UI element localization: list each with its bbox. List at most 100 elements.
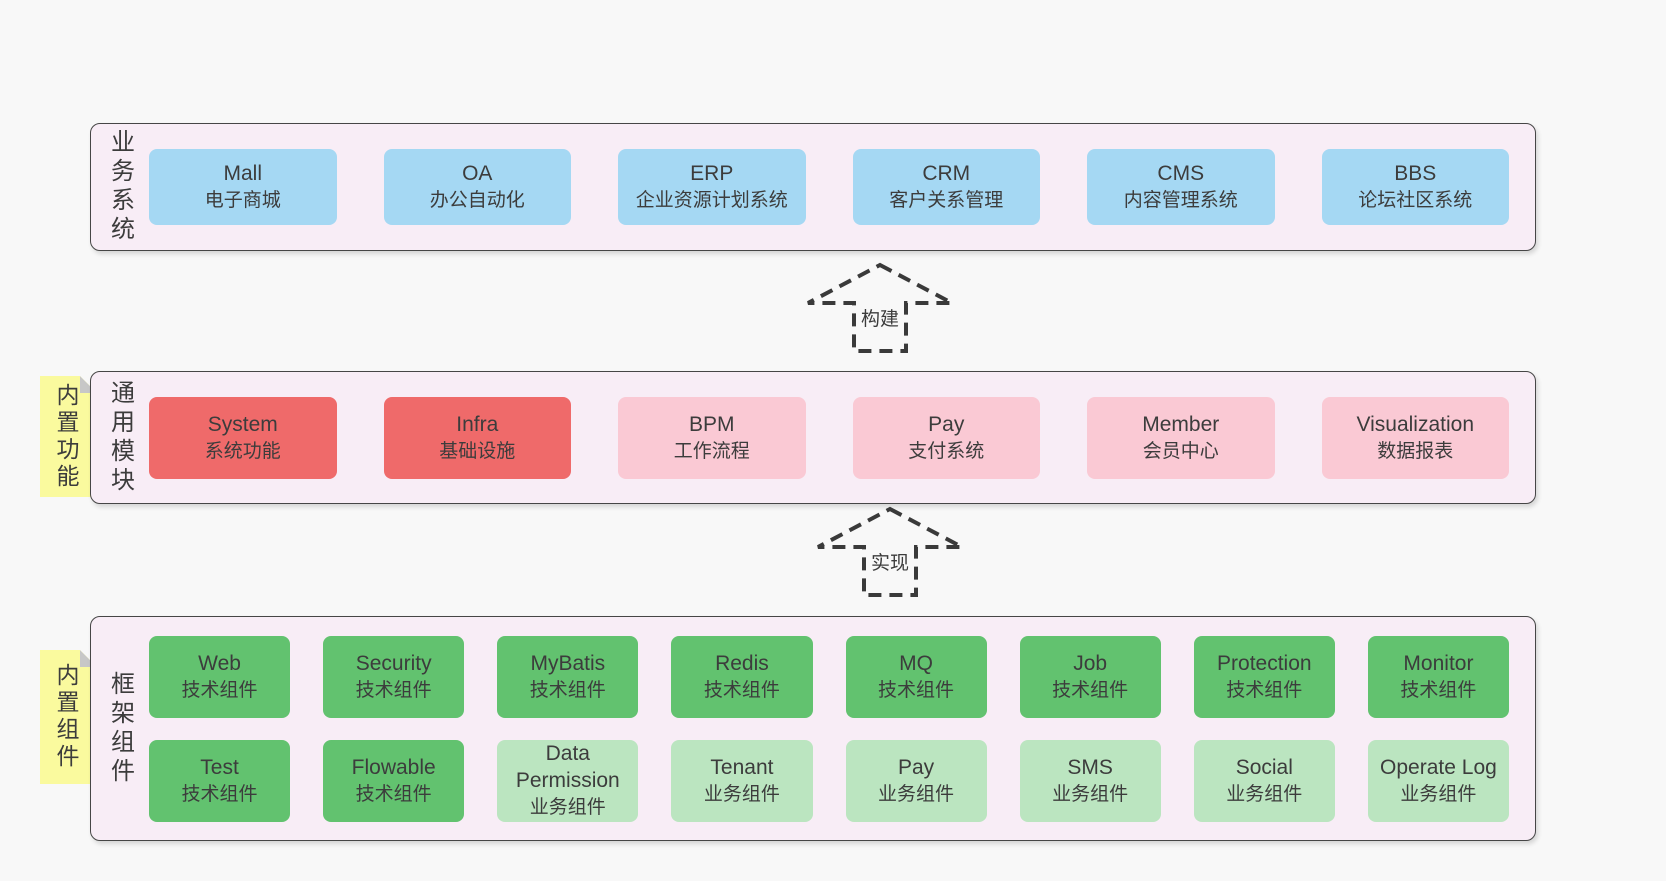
box-title: Pay — [928, 412, 965, 436]
box-subtitle: 技术组件 — [181, 783, 258, 805]
panel-label-common-modules: 通用模块 — [106, 379, 134, 496]
box-web: Web 技术组件 — [149, 635, 291, 718]
sticky-note-label: 内置功能 — [53, 382, 79, 491]
box-title: Data Permission — [515, 742, 620, 792]
box-subtitle: 业务组件 — [1400, 783, 1477, 805]
box-mybatis: MyBatis 技术组件 — [497, 635, 639, 718]
box-system: System 系统功能 — [149, 396, 337, 479]
box-subtitle: 客户关系管理 — [889, 190, 1004, 212]
box-title: MQ — [899, 651, 933, 675]
box-title: System — [207, 412, 278, 436]
box-subtitle: 业务组件 — [529, 796, 606, 818]
box-cms: CMS 内容管理系统 — [1087, 149, 1275, 225]
arrow-label-build: 构建 — [857, 302, 903, 333]
box-title: Web — [198, 651, 241, 675]
box-subtitle: 论坛社区系统 — [1358, 190, 1473, 212]
box-test: Test 技术组件 — [149, 739, 291, 822]
box-title: Social — [1235, 755, 1293, 779]
box-subtitle: 技术组件 — [1226, 679, 1303, 701]
box-subtitle: 技术组件 — [181, 679, 258, 701]
box-title: Security — [355, 651, 432, 675]
box-title: OA — [462, 162, 493, 185]
module-row: System 系统功能 Infra 基础设施 BPM 工作流程 Pay 支付系统 Member 会… — [149, 396, 1509, 479]
box-title: Infra — [456, 412, 499, 436]
box-subtitle: 技术组件 — [1400, 679, 1477, 701]
box-title: BPM — [688, 412, 735, 436]
box-title: CMS — [1157, 162, 1205, 185]
box-title: Redis — [715, 651, 769, 675]
box-title: Flowable — [351, 755, 436, 779]
sticky-note-built-in-components: 内置组件 — [40, 650, 97, 784]
panel-label-framework-components: 框架组件 — [106, 670, 134, 787]
arrow-implement-up: 实现 — [815, 506, 965, 598]
box-mall: Mall 电子商城 — [149, 149, 337, 225]
box-erp: ERP 企业资源计划系统 — [618, 149, 806, 225]
box-security: Security 技术组件 — [323, 635, 465, 718]
box-title: Visualization — [1356, 412, 1475, 436]
box-subtitle: 工作流程 — [673, 440, 750, 462]
box-subtitle: 会员中心 — [1142, 440, 1219, 462]
box-job: Job 技术组件 — [1019, 635, 1161, 718]
box-data-permission: Data Permission 业务组件 — [497, 739, 639, 822]
box-title: Job — [1073, 651, 1108, 675]
box-subtitle: 数据报表 — [1377, 440, 1454, 462]
box-subtitle: 办公自动化 — [429, 190, 525, 212]
panel-label-business-systems: 业务系统 — [106, 129, 134, 245]
box-subtitle: 业务组件 — [878, 783, 955, 805]
box-subtitle: 电子商城 — [204, 190, 281, 212]
box-subtitle: 技术组件 — [355, 679, 432, 701]
arrow-label-implement: 实现 — [867, 546, 913, 577]
dashed-up-arrow-icon — [817, 506, 963, 597]
box-bpm: BPM 工作流程 — [618, 396, 806, 479]
box-subtitle: 支付系统 — [908, 440, 985, 462]
box-oa: OA 办公自动化 — [383, 149, 571, 225]
box-title: SMS — [1067, 755, 1113, 779]
box-monitor: Monitor 技术组件 — [1367, 635, 1509, 718]
box-member: Member 会员中心 — [1087, 396, 1275, 479]
box-subtitle: 系统功能 — [204, 440, 281, 462]
box-subtitle: 业务组件 — [1226, 783, 1303, 805]
box-title: Test — [200, 755, 239, 779]
box-title: Monitor — [1403, 651, 1474, 675]
box-visualization: Visualization 数据报表 — [1321, 396, 1509, 479]
box-title: Operate Log — [1380, 755, 1497, 779]
box-subtitle: 内容管理系统 — [1123, 190, 1238, 212]
box-sms: SMS 业务组件 — [1019, 739, 1161, 822]
box-flowable: Flowable 技术组件 — [323, 739, 465, 822]
box-title: Tenant — [710, 755, 774, 779]
box-subtitle: 业务组件 — [703, 783, 780, 805]
box-subtitle: 企业资源计划系统 — [635, 190, 788, 212]
box-subtitle: 基础设施 — [439, 440, 516, 462]
box-title: Protection — [1217, 651, 1312, 675]
panel-rows: System 系统功能 Infra 基础设施 BPM 工作流程 Pay 支付系统 Member 会… — [149, 372, 1509, 503]
box-title: Member — [1142, 412, 1220, 436]
box-infra: Infra 基础设施 — [383, 396, 571, 479]
box-redis: Redis 技术组件 — [671, 635, 813, 718]
sticky-note-built-in-features: 内置功能 — [40, 376, 97, 497]
sticky-note-label: 内置组件 — [53, 663, 79, 771]
dashed-up-arrow-icon — [807, 262, 953, 353]
box-subtitle: 技术组件 — [529, 679, 606, 701]
box-subtitle: 技术组件 — [355, 783, 432, 805]
box-subtitle: 技术组件 — [1052, 679, 1129, 701]
box-subtitle: 业务组件 — [1052, 783, 1129, 805]
module-row: Test 技术组件 Flowable 技术组件 Data Permission 业务组件 T… — [149, 739, 1509, 822]
box-title: Mall — [223, 162, 262, 185]
panel-common-modules: 通用模块 System 系统功能 Infra 基础设施 BPM 工作流程 Pay 支付系统 Me… — [90, 371, 1536, 504]
box-subtitle: 技术组件 — [878, 679, 955, 701]
box-title: MyBatis — [530, 651, 606, 675]
box-title: ERP — [690, 162, 734, 185]
box-protection: Protection 技术组件 — [1193, 635, 1335, 718]
box-subtitle: 技术组件 — [703, 679, 780, 701]
box-mq: MQ 技术组件 — [845, 635, 987, 718]
